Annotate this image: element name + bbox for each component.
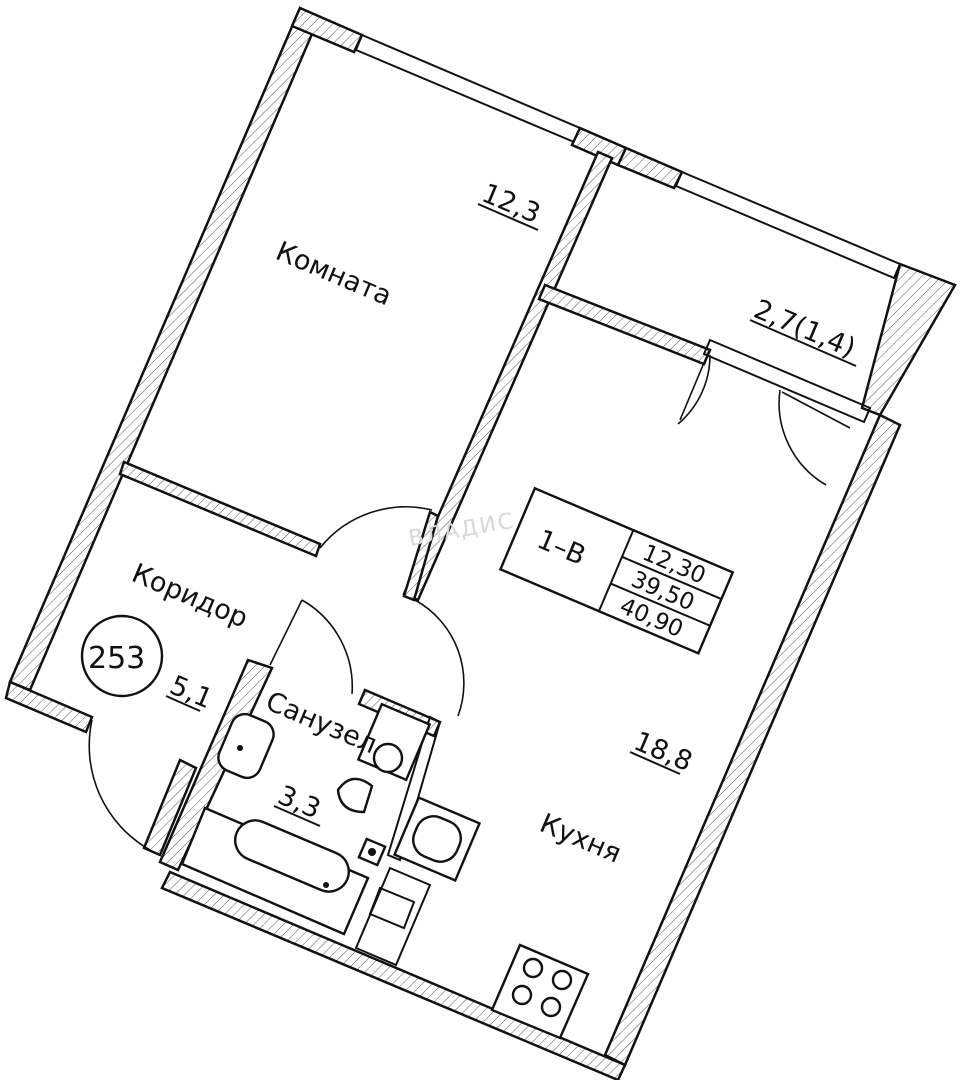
- corridor-area: 5,1: [165, 670, 217, 715]
- apartment-number: 253: [88, 641, 145, 676]
- apartment-info-table: 1–В 12,30 39,50 40,90: [498, 486, 735, 655]
- outer-walls: [4, 6, 957, 1080]
- kitchen-fixtures: [354, 795, 590, 1040]
- room-area: 12,3: [477, 178, 544, 230]
- bathroom-area: 3,3: [273, 780, 325, 825]
- balcony-area: 2,7(1,4): [749, 294, 860, 364]
- kitchen-area: 18,8: [629, 726, 696, 778]
- room-name: Комната: [271, 236, 396, 312]
- watermark: ВЛАДИС: [407, 509, 517, 552]
- doors: [88, 354, 851, 851]
- bathroom-fixtures: [180, 702, 432, 936]
- kitchen-name: Кухня: [535, 808, 625, 870]
- apartment-number-badge: [80, 614, 164, 698]
